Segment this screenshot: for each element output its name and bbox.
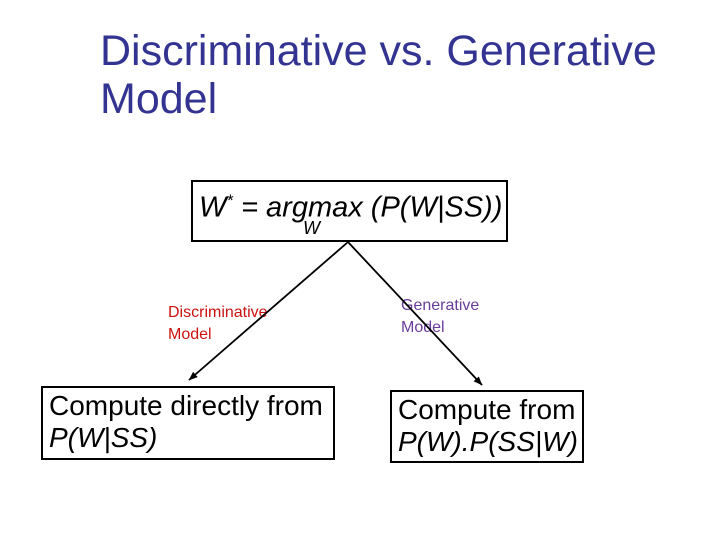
left-branch-label-line1: Discriminative [168, 304, 268, 321]
right-result-formula: P(W).P(SS|W) [398, 426, 578, 457]
right-branch-label: Generative Model [401, 295, 479, 339]
left-result-box: Compute directly from P(W|SS) [41, 386, 335, 460]
slide-title-line1: Discriminative vs. Generative [100, 27, 657, 75]
formula-rhs: = argmax (P(W|SS)) [241, 191, 503, 224]
formula-box: W* = argmax (P(W|SS)) W [191, 180, 508, 242]
right-result-box: Compute from P(W).P(SS|W) [390, 390, 584, 463]
left-result-formula: P(W|SS) [49, 422, 158, 453]
left-branch-label-line2: Model [168, 326, 212, 343]
slide-title: Discriminative vs. Generative Model [100, 27, 657, 123]
left-branch-label: Discriminative Model [168, 302, 268, 346]
left-result-line1: Compute directly from [49, 390, 323, 421]
formula-lhs: W [199, 191, 227, 224]
formula-superscript-star: * [226, 191, 233, 210]
formula-argmax-subscript: W [303, 218, 320, 238]
right-result-line1: Compute from [398, 394, 576, 425]
right-branch-label-line2: Model [401, 319, 445, 336]
formula-text: W* = argmax (P(W|SS)) [199, 184, 502, 225]
right-branch-label-line1: Generative [401, 297, 480, 314]
slide-title-line2: Model [100, 75, 218, 123]
